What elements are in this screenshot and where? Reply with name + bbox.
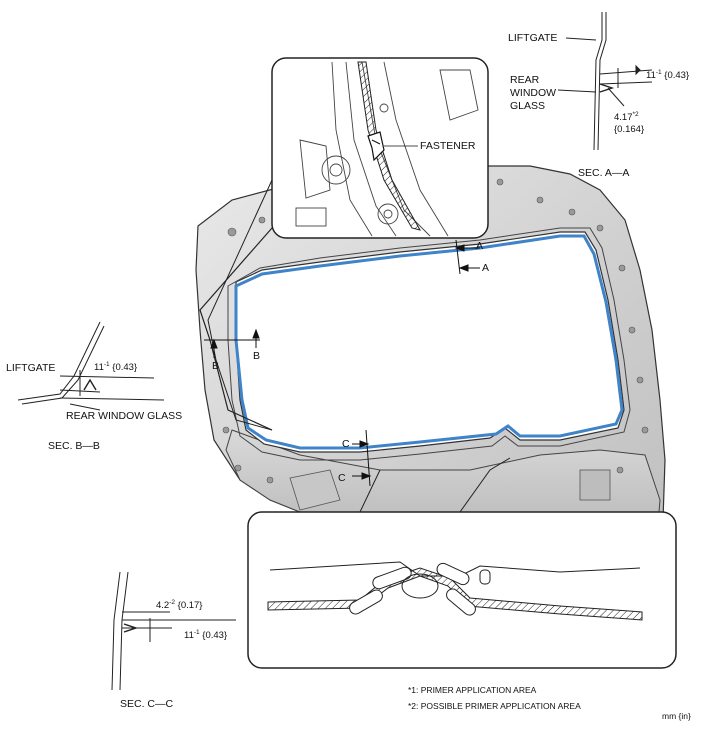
sec-aa-dim2-in: {0.164} [614, 124, 645, 135]
sec-bb-glass-label: REAR WINDOW GLASS [66, 410, 183, 422]
section-marker-a-bottom: A [482, 262, 490, 274]
sec-aa-glass-label-3: GLASS [510, 100, 546, 112]
sec-bb-liftgate-label: LIFTGATE [6, 362, 56, 374]
sec-aa-dim1: 11-1 {0.43} [646, 68, 690, 81]
section-cc-sketch [111, 571, 236, 691]
legend-item-2: *2: POSSIBLE PRIMER APPLICATION AREA [408, 701, 581, 711]
section-cut-lines [204, 239, 480, 487]
sec-aa-title: SEC. A—A [578, 167, 630, 179]
section-marker-b-right: B [253, 350, 261, 362]
sec-aa-liftgate-label: LIFTGATE [508, 32, 558, 44]
legend-item-1: *1: PRIMER APPLICATION AREA [408, 685, 537, 695]
sec-cc-dim2: 11-1 {0.43} [184, 628, 228, 641]
section-bb-sketch [17, 321, 165, 411]
fastener-label: FASTENER [420, 140, 476, 152]
sec-aa-dim2: 4.17*2 [614, 110, 639, 123]
section-marker-a-top: A [476, 240, 484, 252]
section-marker-c-top: C [342, 438, 350, 450]
section-marker-c-bottom: C [338, 472, 346, 484]
sec-aa-glass-label-1: REAR [510, 74, 540, 86]
sec-aa-glass-label-2: WINDOW [510, 87, 557, 99]
sec-cc-dim1: 4.2-2 {0.17} [156, 598, 203, 611]
sec-bb-dim: 11-1 {0.43} [94, 360, 138, 373]
liftgate-body [195, 165, 666, 591]
section-aa-sketch [557, 12, 653, 151]
fastener-detail-view [199, 57, 489, 431]
primer-detail-view [247, 457, 677, 669]
adhesive-bead-line [234, 234, 624, 450]
sec-bb-title: SEC. B—B [48, 440, 100, 452]
section-marker-b-left: B [212, 360, 220, 372]
units-label: mm {in} [662, 711, 691, 721]
sec-cc-title: SEC. C—C [120, 698, 174, 710]
